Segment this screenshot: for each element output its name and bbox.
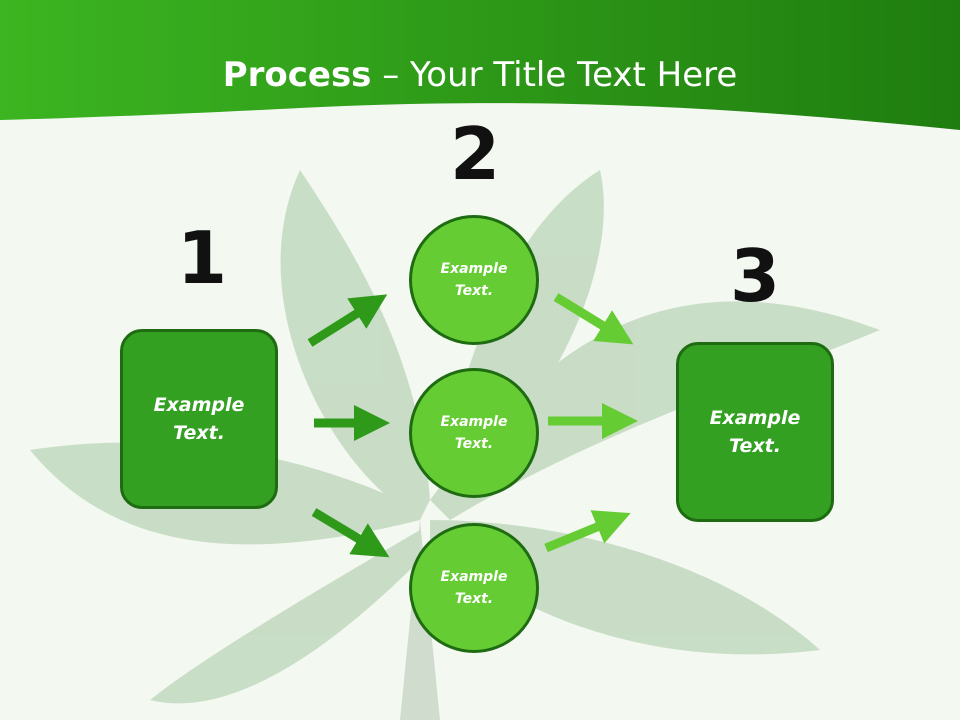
arrow-1-to-circle-top	[307, 294, 388, 347]
title-rest: – Your Title Text Here	[371, 55, 738, 95]
arrow-1-to-circle-bottom	[311, 508, 390, 558]
step-number-2: 2	[450, 112, 501, 196]
header-band	[0, 0, 960, 130]
step-2-circle-middle: Example Text.	[409, 368, 539, 498]
title-bold: Process	[222, 55, 372, 95]
slide-title: Process – Your Title Text Here	[0, 55, 960, 95]
step-2-circle-top: Example Text.	[409, 215, 539, 345]
arrow-circle-top-to-3	[553, 293, 634, 345]
step-number-3: 3	[730, 234, 781, 318]
arrow-circle-bottom-to-3	[544, 510, 631, 553]
step-3-box: Example Text.	[676, 342, 834, 522]
step-2-circle-bottom: Example Text.	[409, 523, 539, 653]
step-1-box: Example Text.	[120, 329, 278, 509]
step-number-1: 1	[177, 216, 228, 300]
